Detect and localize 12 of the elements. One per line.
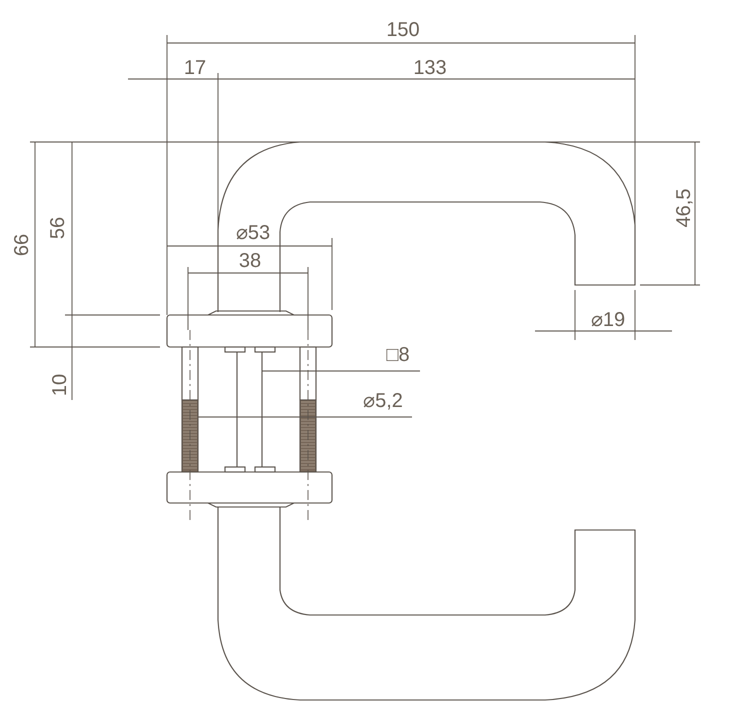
dimension-label: 46,5 xyxy=(674,188,694,228)
dimension-label: 38 xyxy=(238,251,262,271)
dimension-label: 66 xyxy=(12,234,32,256)
dimension-label: 17 xyxy=(184,58,206,78)
dimension-label: □8 xyxy=(386,345,410,365)
dimension-label: 150 xyxy=(386,20,420,40)
dimension-label: 133 xyxy=(413,58,447,78)
dimension-label: 56 xyxy=(48,216,68,240)
dimension-label: ⌀19 xyxy=(590,310,626,330)
dimension-label: 10 xyxy=(50,374,70,396)
dimension-label: ⌀53 xyxy=(236,223,270,243)
dimension-label: ⌀5,2 xyxy=(363,391,403,411)
